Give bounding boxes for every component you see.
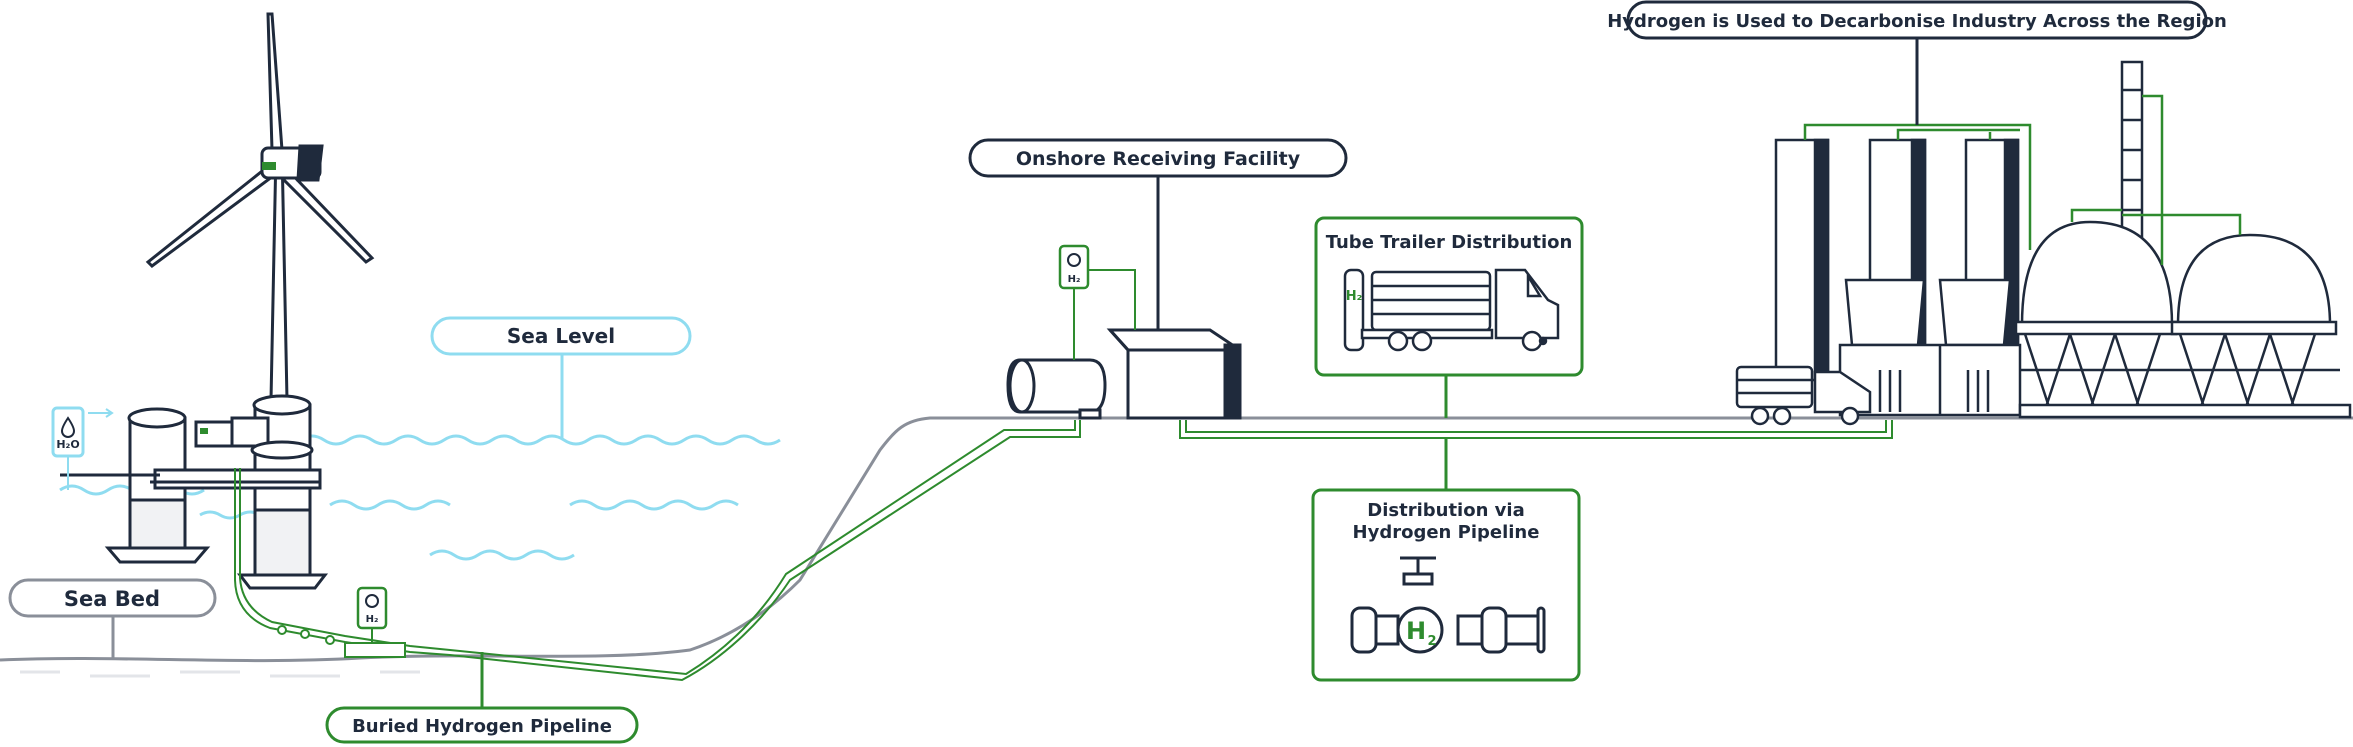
- industry-site-icon: [1774, 60, 2352, 419]
- sea-bed-text: Sea Bed: [64, 587, 160, 611]
- offshore-platform-icon: [60, 394, 329, 590]
- onshore-facility-text: Onshore Receiving Facility: [1016, 148, 1301, 170]
- wind-turbine-icon: [145, 12, 375, 452]
- water-icon-label: H₂O: [56, 438, 79, 451]
- facility-h2-sensor-label: H₂: [1068, 274, 1081, 285]
- pipeline-valve-icon: [1350, 556, 1546, 654]
- industry-label: Hydrogen is Used to Decarbonise Industry…: [1607, 0, 2227, 40]
- tube-trailer-card: Tube Trailer Distribution H₂: [1314, 216, 1584, 377]
- sea-level-text: Sea Level: [507, 324, 615, 348]
- sea-bed-label: Sea Bed: [8, 578, 217, 618]
- sea-bed-line: [0, 416, 2353, 663]
- pipeline-joints: [277, 625, 406, 658]
- valve-sub-text: 2: [1427, 634, 1436, 649]
- distribution-title-line1: Distribution via: [1367, 500, 1524, 521]
- buried-pipeline-route: [234, 420, 1893, 682]
- h2-sensor-label: H₂: [366, 614, 379, 625]
- sea-bed-texture: [20, 670, 420, 678]
- industry-text: Hydrogen is Used to Decarbonise Industry…: [1607, 11, 2227, 32]
- h2-sensor-icon: [356, 586, 388, 643]
- water-icon: [51, 406, 114, 490]
- tube-trailer-title: Tube Trailer Distribution: [1326, 232, 1573, 253]
- tube-trailer-h2-text: H₂: [1346, 289, 1363, 304]
- valve-h-text: H: [1406, 617, 1426, 645]
- small-trailer-icon: [1735, 365, 1872, 426]
- buried-pipeline-text: Buried Hydrogen Pipeline: [352, 716, 612, 737]
- tube-trailer-truck-icon: [1343, 268, 1560, 352]
- onshore-facility-icon: [1006, 328, 1242, 420]
- sea-level-label: Sea Level: [430, 316, 692, 356]
- distribution-title-line2: Hydrogen Pipeline: [1353, 522, 1540, 543]
- buried-pipeline-label: Buried Hydrogen Pipeline: [325, 706, 639, 744]
- onshore-facility-label: Onshore Receiving Facility: [968, 138, 1348, 178]
- distribution-card: Distribution via Hydrogen Pipeline H 2: [1311, 488, 1581, 682]
- facility-h2-sensor-icon: [1058, 244, 1136, 360]
